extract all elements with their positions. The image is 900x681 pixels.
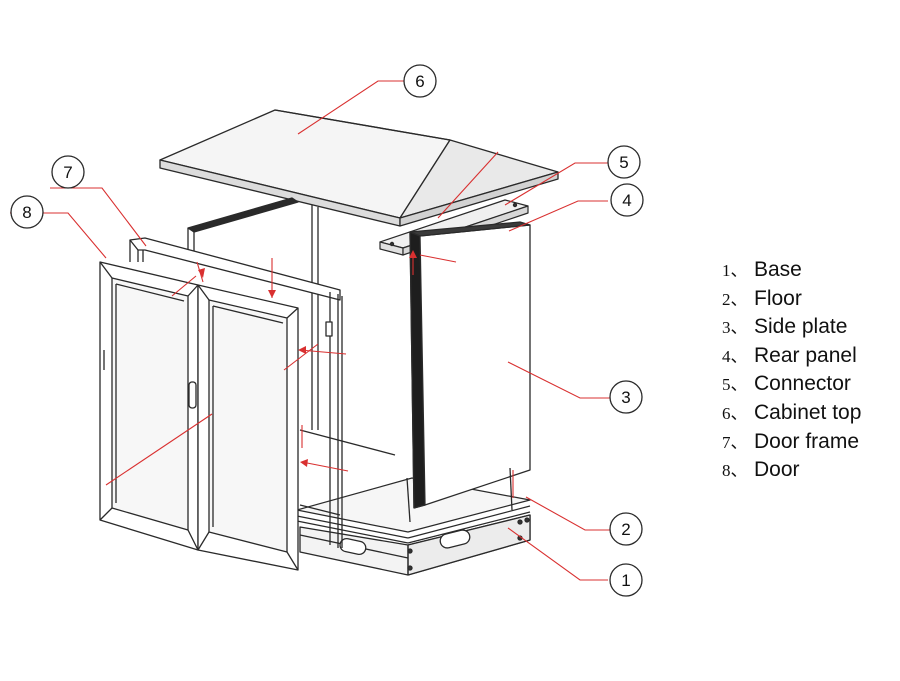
callout-circle-6 <box>403 64 437 98</box>
base-part <box>299 514 531 576</box>
legend-label: Connector <box>754 372 851 396</box>
legend-number: 3、 <box>722 318 748 338</box>
callout-number-4: 4 <box>622 191 631 210</box>
callout-circle-5 <box>607 145 641 179</box>
leader-line-2 <box>525 496 610 531</box>
leader-lines <box>10 80 610 581</box>
legend-label: Door <box>754 458 800 482</box>
leader-line-frame <box>171 275 197 297</box>
cabinet-top-part <box>159 109 559 227</box>
legend-item-floor: 2、 Floor <box>722 285 900 314</box>
callout-circle-7 <box>51 155 85 189</box>
legend-label: Rear panel <box>754 343 857 367</box>
callouts: 6 7 8 5 4 3 2 1 <box>10 64 644 597</box>
legend-label: Cabinet top <box>754 400 862 424</box>
legend-label: Door frame <box>754 429 860 453</box>
legend-number: 1、 <box>722 261 748 280</box>
legend-label: Side plate <box>754 315 848 339</box>
leader-line-4 <box>508 200 608 232</box>
legend-item-door: 8、 Door <box>722 456 900 485</box>
assembly-arrows <box>196 250 514 498</box>
callout-number-1: 1 <box>621 571 630 590</box>
legend-item-base: 1、 Base <box>722 256 900 285</box>
leader-line-door <box>105 413 213 486</box>
leader-line-6 <box>297 80 404 135</box>
legend-number: 5、 <box>722 375 748 395</box>
legend-label: Floor <box>754 286 802 310</box>
callout-circle-3 <box>609 380 643 414</box>
door-part <box>99 261 299 571</box>
leader-line-3 <box>507 361 610 399</box>
callout-number-8: 8 <box>22 203 31 222</box>
legend-item-connector: 5、 Connector <box>722 370 900 399</box>
callout-circle-8 <box>10 195 44 229</box>
callout-number-5: 5 <box>619 153 628 172</box>
leader-line-5 <box>504 162 608 206</box>
callout-circle-2 <box>609 512 643 546</box>
callout-circle-1 <box>609 563 643 597</box>
leader-line-1 <box>507 527 608 581</box>
legend-item-door-frame: 7、 Door frame <box>722 428 900 457</box>
callout-number-6: 6 <box>415 72 424 91</box>
legend-number: 6、 <box>722 403 748 423</box>
legend-item-cabinet-top: 6、 Cabinet top <box>722 399 900 428</box>
legend-number: 7、 <box>722 432 748 452</box>
legend-item-side-plate: 3、 Side plate <box>722 313 900 342</box>
rear-panel-part <box>187 197 396 456</box>
leader-line-6b <box>437 151 499 219</box>
leader-line-door2 <box>283 343 319 371</box>
callout-circle-4 <box>610 183 644 217</box>
legend-number: 4、 <box>722 346 748 366</box>
door-frame-part <box>129 237 343 548</box>
callout-number-3: 3 <box>621 388 630 407</box>
leader-line-7 <box>50 187 147 247</box>
side-plate-part <box>406 221 531 523</box>
legend-number: 2、 <box>722 289 748 309</box>
parts-legend: 1、 Base 2、 Floor 3、 Side plate 4、 Rear p… <box>722 256 900 485</box>
legend-label: Base <box>754 258 802 281</box>
callout-number-7: 7 <box>63 163 72 182</box>
legend-number: 8、 <box>722 461 748 481</box>
legend-item-rear-panel: 4、 Rear panel <box>722 342 900 371</box>
callout-number-2: 2 <box>621 520 630 539</box>
